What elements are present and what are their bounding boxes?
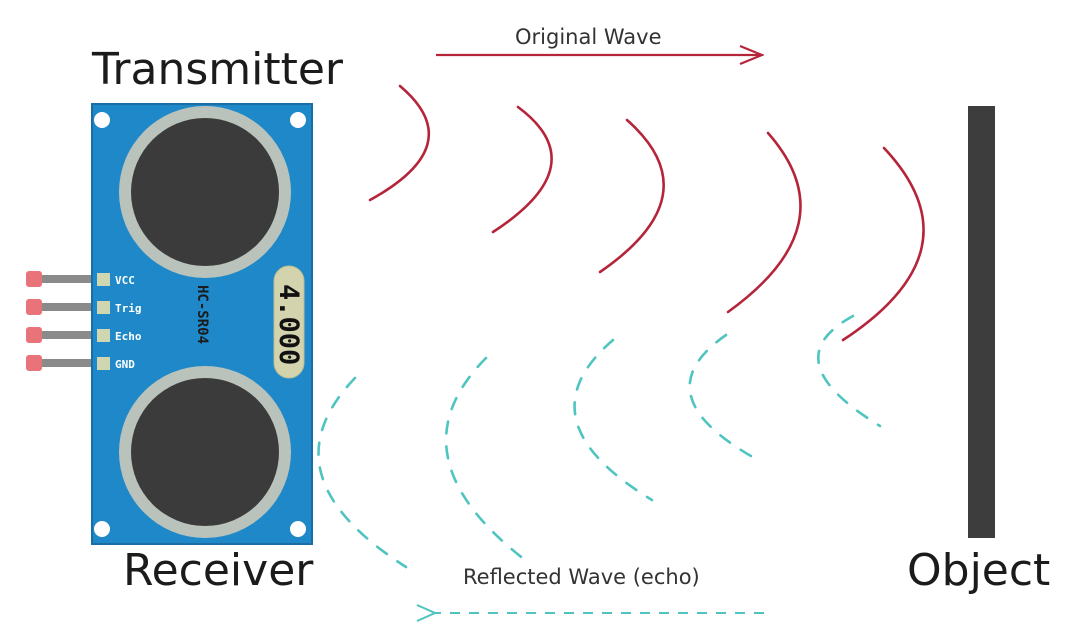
original-wave-arc [726, 131, 802, 314]
display-value: 4.000 [273, 284, 304, 365]
model-label: HC-SR04 [194, 285, 210, 344]
crystal-display [273, 265, 305, 379]
receiver-label: Receiver [123, 545, 314, 596]
pin-tip [26, 299, 42, 315]
original-wave-arc [841, 146, 925, 342]
original-wave-arc [491, 105, 553, 234]
original-wave-arc [598, 118, 665, 274]
pin-header [26, 271, 96, 371]
pin-tip [26, 271, 42, 287]
pin-label-vcc: VCC [115, 274, 135, 287]
original-wave-label: Original Wave [515, 25, 662, 49]
pin-label-echo: Echo [115, 330, 142, 343]
pin-label-trig: Trig [115, 302, 142, 315]
reflected-wave-arc [444, 356, 527, 562]
reflected-wave-arc [688, 333, 760, 462]
pin-label-gnd: GND [115, 358, 135, 371]
object-wall [968, 106, 995, 538]
mounting-hole [94, 112, 110, 128]
mounting-hole [290, 112, 306, 128]
hc-sr04-board: VCC Trig Echo GND HC-SR04 4.000 [26, 103, 313, 545]
reflected-wave-arc [317, 376, 408, 569]
reflected-wave-arc [816, 314, 882, 428]
reflected-wave-group [317, 314, 882, 569]
mounting-hole [290, 521, 306, 537]
pin-tip [26, 355, 42, 371]
original-wave-group [368, 84, 925, 342]
reflected-wave-label: Reflected Wave (echo) [463, 565, 700, 589]
transmitter-label: Transmitter [91, 44, 344, 95]
object-label: Object [907, 545, 1050, 596]
pin-tip [26, 327, 42, 343]
mounting-hole [94, 521, 110, 537]
original-wave-arc [368, 84, 431, 202]
reflected-wave-arc [573, 338, 654, 502]
